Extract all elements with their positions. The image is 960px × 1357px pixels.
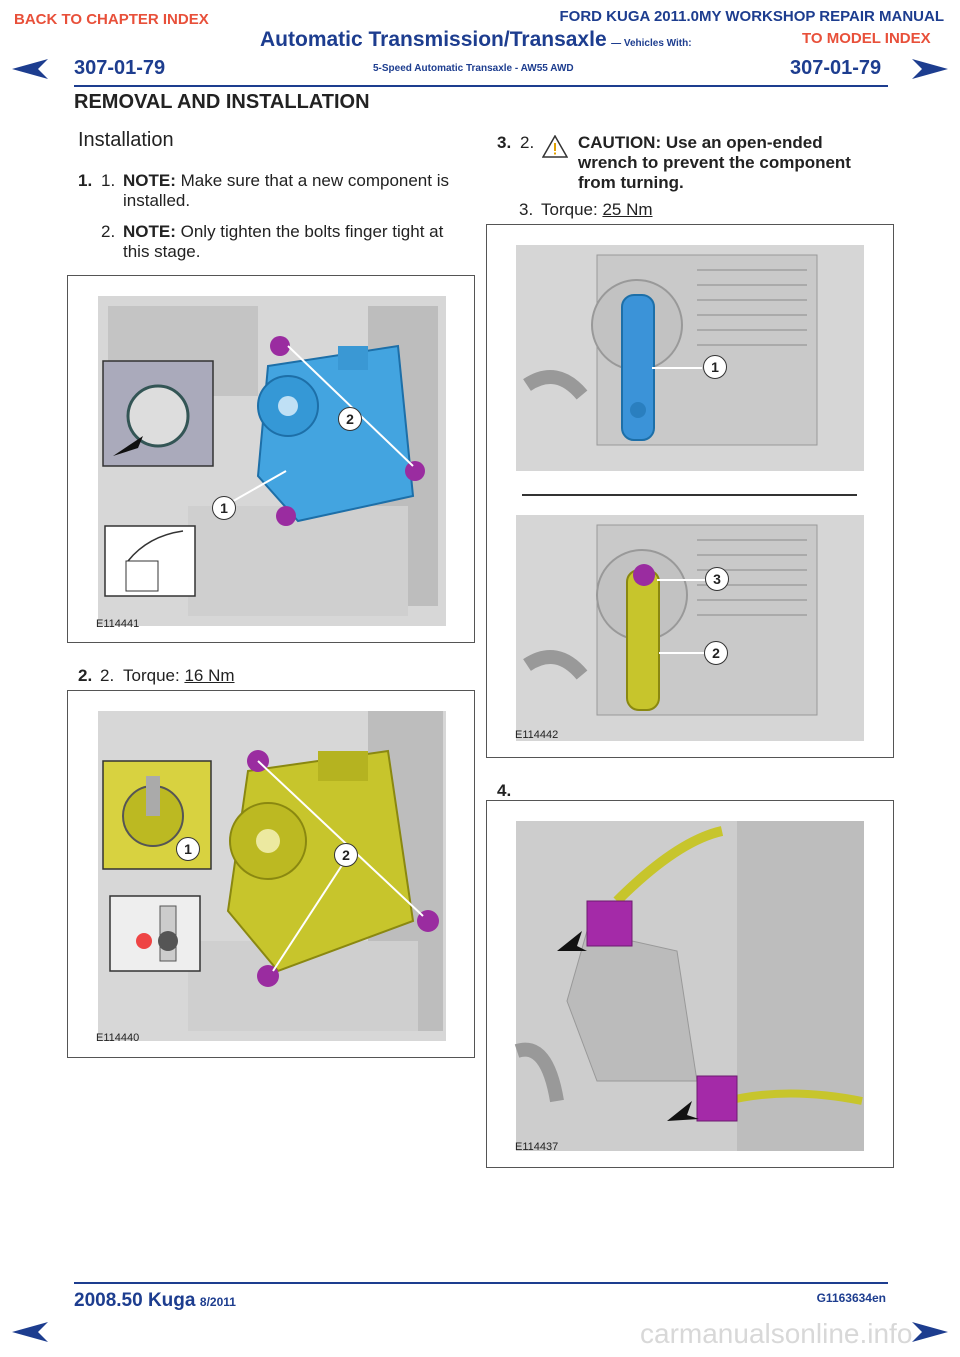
step1-sub1-text: NOTE: Make sure that a new component is (123, 170, 449, 191)
torque-value-link[interactable]: 25 Nm (602, 200, 653, 219)
next-page-arrow-icon[interactable] (910, 57, 950, 81)
step4-number: 4. (497, 781, 512, 800)
step3-torque: Torque: 25 Nm (541, 199, 653, 220)
manual-title: FORD KUGA 2011.0MY WORKSHOP REPAIR MANUA… (559, 8, 945, 25)
step2-number: 2. (78, 666, 93, 685)
header-rule (74, 85, 888, 87)
step1-number: 1. (78, 171, 93, 190)
previous-page-arrow-icon[interactable] (10, 57, 50, 81)
watermark: carmanualsonline.info (640, 1318, 913, 1349)
caution-warning-icon (542, 135, 568, 158)
step1-sub1-number: 1. (101, 171, 116, 190)
step3-number: 3. (497, 133, 512, 152)
document-code: G1163634en (816, 1291, 886, 1305)
figure-id: E114441 (96, 618, 140, 630)
section-title-block: Automatic Transmission/Transaxle — Vehic… (260, 28, 692, 52)
torque-label: Torque: (123, 666, 180, 685)
caution-text-line1: CAUTION: Use an open-ended (578, 133, 823, 152)
step1-sub2-number: 2. (101, 222, 116, 241)
figure-e114440: 1 2 E114440 (67, 690, 475, 1058)
callout-2: 2 (704, 641, 728, 665)
footer-date: 8/2011 (199, 1295, 236, 1309)
callout-3: 3 (705, 567, 729, 591)
caution-text-line3: from turning. (578, 173, 684, 192)
note-label: NOTE: (123, 222, 176, 241)
torque-label: Torque: (541, 200, 598, 219)
page-number-right: 307-01-79 (790, 57, 882, 79)
note-label: NOTE: (123, 171, 176, 190)
footer-model: 2008.50 Kuga 8/2011 (74, 1290, 236, 1312)
callout-1: 1 (212, 496, 236, 520)
connector-installation-illustration (514, 821, 864, 1151)
transmission-range-sensor-illustration (98, 296, 446, 626)
note-text: Make sure that a new component is (180, 171, 449, 190)
callout-1: 1 (703, 355, 727, 379)
page-number-left: 307-01-79 (74, 57, 166, 79)
step1-sub2-text: NOTE: Only tighten the bolts finger tigh… (123, 221, 443, 242)
figure-e114441: 2 1 E114441 (67, 275, 475, 643)
step1-sub2-text-cont: this stage. (123, 242, 201, 261)
step3-sub2-number: 2. (520, 133, 535, 152)
footer-rule (74, 1282, 888, 1284)
figure-id: E114442 (515, 729, 559, 741)
note-text: Only tighten the bolts finger tight at (180, 222, 444, 241)
caution-text-line2: wrench to prevent the component (578, 153, 851, 172)
to-model-index-link[interactable]: TO MODEL INDEX (802, 30, 931, 47)
section-title: Automatic Transmission/Transaxle (260, 28, 607, 51)
next-page-arrow-icon[interactable] (910, 1320, 950, 1344)
figure-id: E114437 (515, 1141, 559, 1153)
installation-heading: Installation (78, 129, 174, 151)
figure-e114442: 1 3 2 E114442 (486, 224, 894, 758)
back-to-chapter-index-link[interactable]: BACK TO CHAPTER INDEX (14, 11, 209, 28)
step2-sub-number: 2. (100, 666, 115, 685)
figure-id: E114440 (96, 1032, 140, 1044)
step1-sub1-text-cont: installed. (123, 191, 191, 210)
callout-2: 2 (338, 407, 362, 431)
lever-installation-illustration (516, 245, 864, 741)
previous-page-arrow-icon[interactable] (10, 1320, 50, 1344)
figure-e114437: E114437 (486, 800, 894, 1168)
section-heading: REMOVAL AND INSTALLATION (74, 91, 370, 113)
sensor-alignment-illustration (98, 711, 446, 1041)
step2-torque: Torque: 16 Nm (123, 665, 235, 686)
step3-sub3-number: 3. (519, 200, 534, 219)
torque-value-link[interactable]: 16 Nm (184, 666, 235, 685)
callout-1: 1 (176, 837, 200, 861)
section-subtitle: 5-Speed Automatic Transaxle - AW55 AWD (373, 63, 574, 74)
callout-2: 2 (334, 843, 358, 867)
vehicles-with: — Vehicles With: (611, 38, 692, 49)
footer-model-name: 2008.50 Kuga (74, 1290, 196, 1311)
